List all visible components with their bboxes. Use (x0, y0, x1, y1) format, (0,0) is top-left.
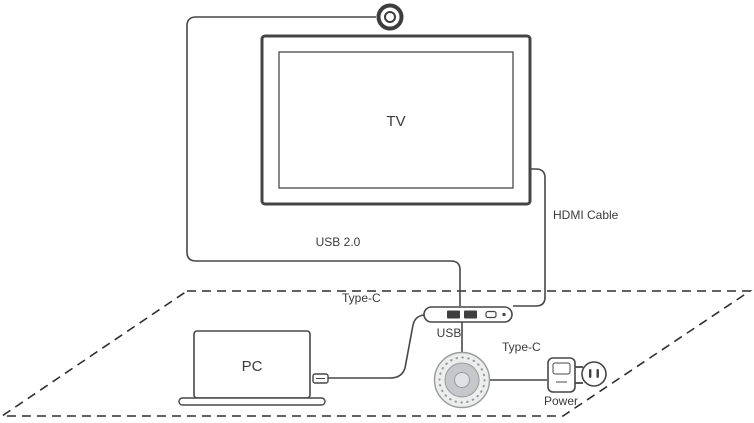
hub-usb-label: USB (437, 326, 462, 340)
hub-led (502, 312, 506, 317)
tv-label: TV (386, 113, 405, 130)
usb-hub-icon (423, 306, 513, 323)
pc-label: PC (242, 358, 263, 375)
hub-port-2 (464, 310, 477, 319)
speakerphone-icon (433, 351, 491, 409)
camera-icon (376, 3, 404, 31)
typec-pc-label: Type-C (342, 291, 381, 305)
hdmi-cable-label: HDMI Cable (553, 208, 619, 222)
table-surface (0, 290, 753, 417)
hub-port-3 (485, 310, 497, 319)
tv: TV (260, 34, 532, 206)
laptop-icon: PC (178, 330, 326, 406)
usb-cable-label: USB 2.0 (316, 235, 361, 249)
laptop-typec-cable (312, 314, 425, 384)
typec-power-label: Type-C (502, 340, 541, 354)
power-adapter-icon (547, 357, 583, 393)
usb-cable (186, 16, 461, 306)
hdmi-cable (513, 168, 546, 307)
power-label: Power (544, 394, 578, 408)
outlet-icon (581, 361, 607, 387)
hub-port-1 (447, 310, 460, 319)
